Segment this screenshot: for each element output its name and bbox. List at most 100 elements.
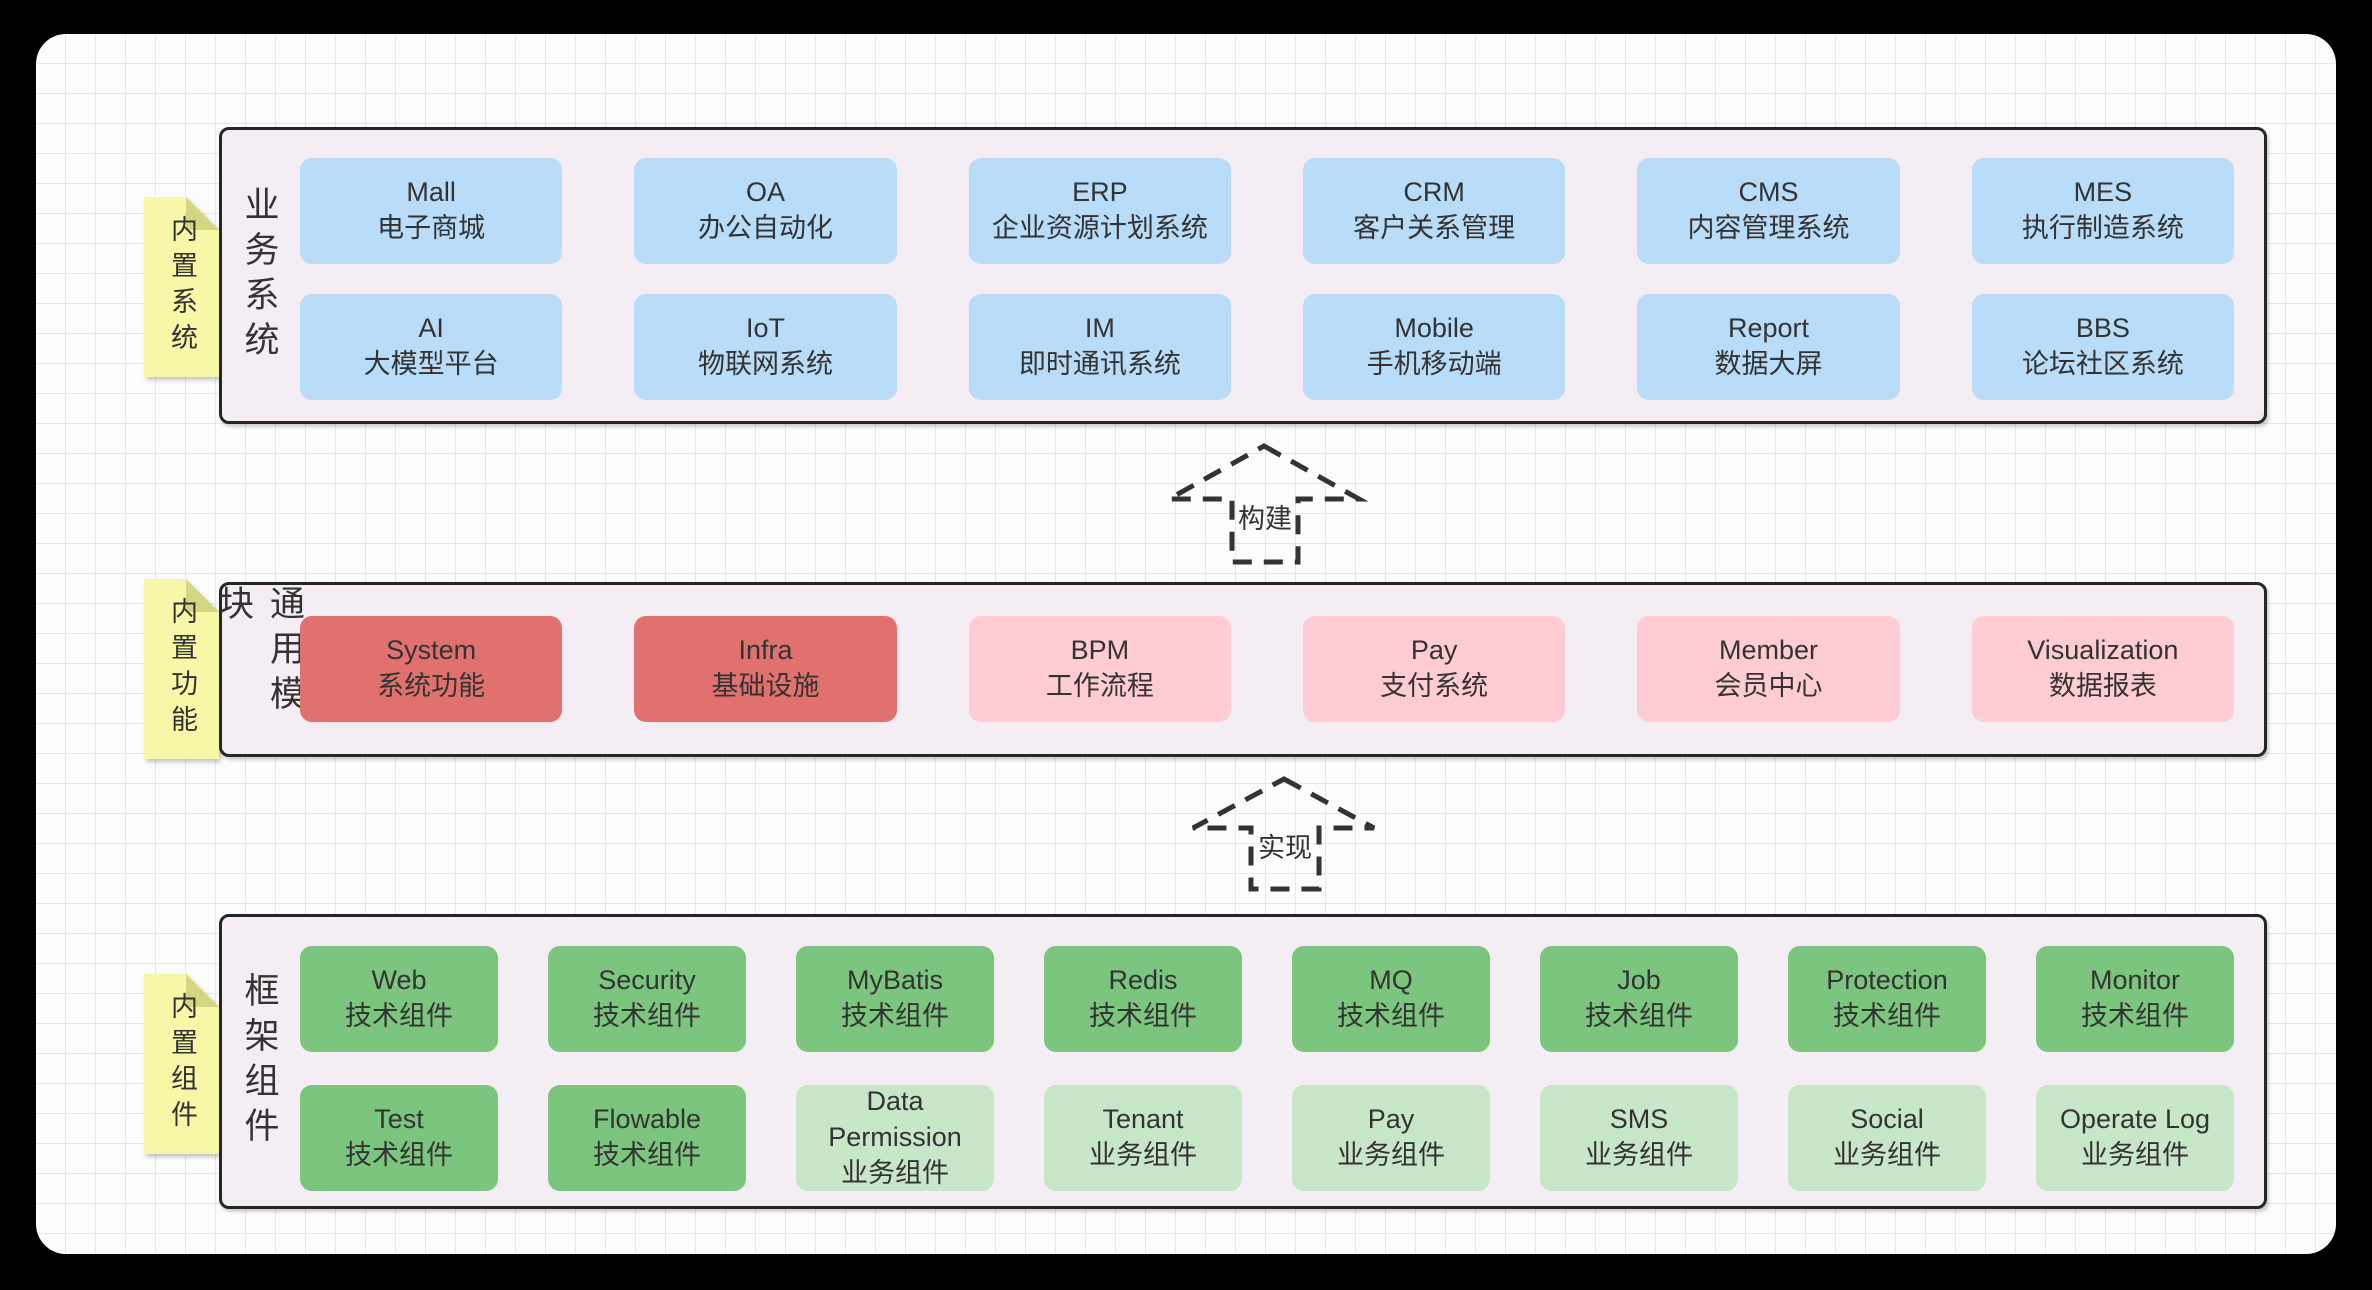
box-desc: 业务组件 [1833,1140,1941,1170]
box-desc: 技术组件 [345,1001,453,1031]
module-box-bpm: BPM 工作流程 [968,616,1231,722]
module-box-web: Web 技术组件 [300,946,498,1052]
box-name: OA [745,177,785,208]
box-name: MyBatis [846,965,944,996]
box-name: BPM [1070,635,1130,666]
box-desc: 物联网系统 [697,349,833,379]
layer-label: 框架组件 [239,971,279,1152]
box-name: Pay [1367,1104,1415,1135]
box-desc: 论坛社区系统 [2021,349,2184,379]
module-box-erp: ERP 企业资源计划系统 [968,158,1231,264]
box-desc: 技术组件 [1585,1001,1693,1031]
box-name: Visualization [2027,635,2179,666]
module-box-oa: OA 办公自动化 [634,158,897,264]
arrow-label: 构建 [1238,504,1292,534]
layer-label: 通用模块 [214,585,304,720]
module-box-member: Member 会员中心 [1637,616,1900,722]
module-box-test: Test 技术组件 [300,1085,498,1191]
box-name: MQ [1369,965,1413,996]
sticky-note-built-in-components: 内置组件 [144,974,219,1154]
box-name: IM [1084,313,1115,344]
box-name: Job [1617,965,1661,996]
box-desc: 技术组件 [841,1001,949,1031]
module-box-cms: CMS 内容管理系统 [1637,158,1900,264]
module-box-mq: MQ 技术组件 [1292,946,1490,1052]
box-name: Test [374,1104,424,1135]
box-desc: 会员中心 [1714,671,1823,701]
box-desc: 技术组件 [1337,1001,1445,1031]
arrow-label: 实现 [1258,833,1312,863]
module-box-social: Social 业务组件 [1788,1085,1986,1191]
box-desc: 基础设施 [711,671,820,701]
box-name: SMS [1609,1104,1669,1135]
module-box-sms: SMS 业务组件 [1540,1085,1738,1191]
box-name: ERP [1072,177,1128,208]
box-desc: 企业资源计划系统 [991,213,1208,243]
box-desc: 执行制造系统 [2021,213,2184,243]
box-desc: 电子商城 [377,213,486,243]
box-desc: 工作流程 [1045,671,1154,701]
module-box-monitor: Monitor 技术组件 [2036,946,2234,1052]
sticky-note-text: 内置组件 [167,992,197,1136]
box-name: Web [371,965,427,996]
box-desc: 手机移动端 [1366,349,1502,379]
box-name: BBS [2075,313,2130,344]
dashed-up-arrow-shape [1191,776,1376,892]
box-desc: 业务组件 [1585,1140,1693,1170]
box-name: CMS [1738,177,1799,208]
box-desc: 技术组件 [593,1140,701,1170]
box-desc: 即时通讯系统 [1018,349,1181,379]
box-desc: 内容管理系统 [1687,213,1850,243]
box-desc: 技术组件 [345,1140,453,1170]
sticky-note-built-in-functions: 内置功能 [144,579,219,759]
box-name: CRM [1403,177,1465,208]
box-desc: 数据大屏 [1714,349,1823,379]
box-desc: 支付系统 [1380,671,1489,701]
box-desc: 技术组件 [1089,1001,1197,1031]
box-desc: 业务组件 [1337,1140,1445,1170]
box-name: Mall [406,177,456,208]
box-name: System [386,635,477,666]
box-name: Social [1850,1104,1924,1135]
box-desc: 技术组件 [593,1001,701,1031]
sticky-note-built-in-systems: 内置系统 [144,197,219,377]
box-name: Monitor [2089,965,2181,996]
module-box-mall: Mall 电子商城 [300,158,563,264]
box-name: Protection [1826,965,1948,996]
box-name: Report [1727,313,1810,344]
implement-arrow: 实现 [1191,776,1376,892]
box-name: Mobile [1394,313,1474,344]
box-name: Operate Log [2059,1104,2211,1135]
box-desc: 办公自动化 [697,213,833,243]
box-desc: 技术组件 [1833,1001,1941,1031]
module-box-pay: Pay 业务组件 [1292,1085,1490,1191]
module-box-job: Job 技术组件 [1540,946,1738,1052]
box-name: Member [1718,635,1818,666]
box-desc: 技术组件 [2081,1001,2189,1031]
box-name: MES [2073,177,2133,208]
module-box-report: Report 数据大屏 [1637,294,1900,400]
grid-paper: 内置系统 内置功能 内置组件 业务系统 Mall 电子商城 OA 办公自动化 ERP 企业… [36,34,2336,1254]
box-name: Security [598,965,696,996]
layer-label: 业务系统 [239,185,279,366]
box-name: Data Permission [828,1086,962,1153]
build-arrow: 构建 [1159,443,1369,565]
box-desc: 业务组件 [841,1157,949,1188]
